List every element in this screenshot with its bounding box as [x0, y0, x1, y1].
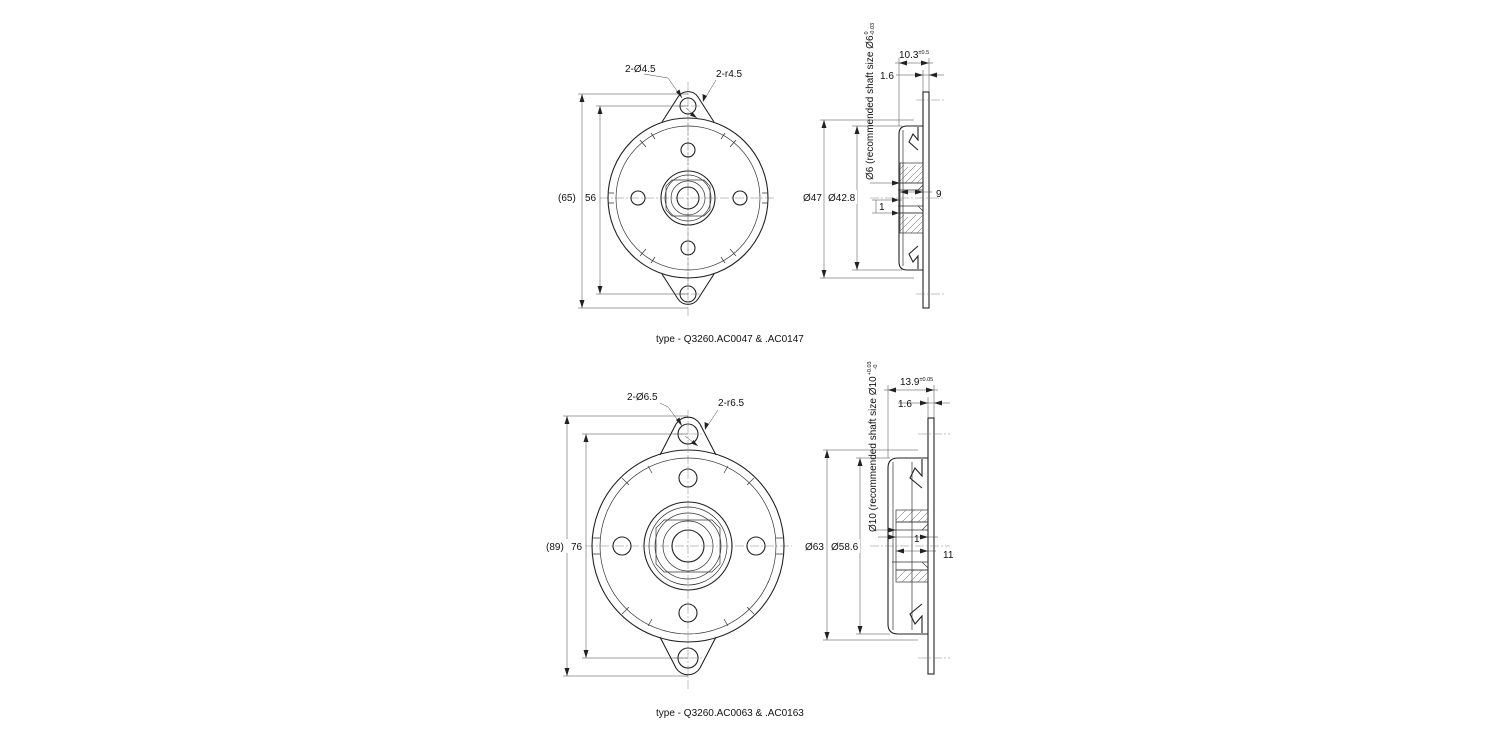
bore-length-large: 11	[943, 550, 954, 561]
flange-ear-top	[661, 91, 715, 123]
front-view-large-damper	[585, 410, 792, 690]
shaft-bore	[676, 186, 700, 210]
side-dims-large	[804, 385, 950, 641]
hole-pitch-large: 76	[571, 542, 583, 553]
depth-large: 13.9±0.05	[900, 377, 933, 388]
section-hatch-lower	[899, 212, 924, 234]
hole-callout-large: 2-Ø6.5	[627, 392, 658, 403]
front-view-small-damper	[600, 82, 776, 318]
hub-outer	[643, 501, 733, 591]
hole-callout-small: 2-Ø4.5	[625, 64, 656, 75]
shaft-note-small: Ø6 (recommended shaft size Ø60-0.03	[864, 23, 876, 180]
flange-outline	[607, 117, 769, 279]
hole-pitch-small: 56	[585, 193, 597, 204]
section-hatch-upper	[899, 162, 924, 184]
damper-body	[898, 125, 923, 271]
flange-thickness-large: 1.6	[898, 399, 912, 410]
front-dims-large	[544, 402, 719, 677]
bore-length-small: 9	[936, 189, 942, 200]
flange-ear-bottom	[661, 273, 715, 305]
flange-plate	[922, 91, 930, 309]
radius-callout-large: 2-r6.5	[718, 398, 745, 409]
svg-text:Ø10 (recommended shaft size Ø1: Ø10 (recommended shaft size Ø10+0.03-0	[867, 361, 879, 532]
depth-small: 10.3±0.5	[899, 50, 929, 61]
rim-notches	[608, 132, 768, 264]
flange-ear-bottom	[659, 636, 717, 676]
outer-diameter-large: Ø63	[805, 542, 824, 553]
caption-small: type - Q3260.AC0047 & .AC0147	[656, 334, 804, 345]
outer-diameter-small: Ø47	[803, 193, 822, 204]
body-diameter-small: Ø42.8	[828, 193, 856, 204]
front-dims-small	[556, 73, 717, 309]
overall-height-large: (89)	[546, 542, 564, 553]
rim-notches	[592, 465, 784, 627]
overall-height-small: (65)	[558, 193, 576, 204]
shaft-note-large: Ø10 (recommended shaft size Ø10+0.03-0	[867, 361, 879, 532]
caption-large: type - Q3260.AC0063 & .AC0163	[656, 708, 804, 719]
chamfer-large: 1	[914, 534, 920, 545]
hub-outer	[660, 170, 716, 226]
flange-thickness-small: 1.6	[880, 71, 894, 82]
side-dims-small	[802, 58, 944, 279]
flange-outline	[591, 449, 785, 643]
flange-ear-top	[659, 416, 717, 456]
shaft-bore	[671, 529, 705, 563]
side-view-large-damper	[870, 417, 950, 675]
side-view-small-damper	[870, 91, 946, 309]
radius-callout-small: 2-r4.5	[716, 69, 743, 80]
body-diameter-large: Ø58.6	[831, 542, 859, 553]
svg-text:Ø6 (recommended shaft size Ø60: Ø6 (recommended shaft size Ø60-0.03	[864, 23, 876, 180]
chamfer-small: 1	[879, 202, 885, 213]
